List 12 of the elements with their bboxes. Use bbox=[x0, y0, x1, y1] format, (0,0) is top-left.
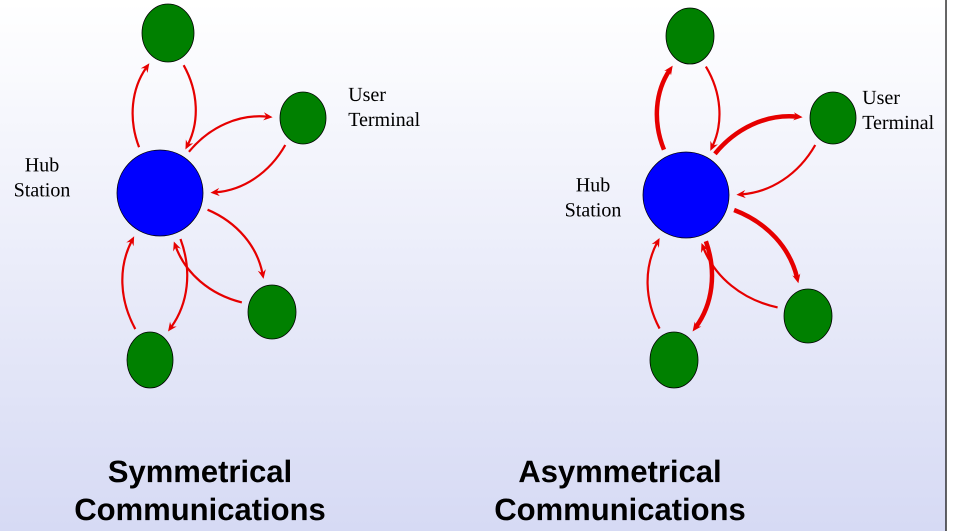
diagram-caption: Symmetrical Communications bbox=[76, 460, 324, 520]
diagram-caption: Asymmetrical Communications bbox=[496, 460, 744, 520]
terminal-circle bbox=[666, 8, 714, 64]
node-label: User Terminal bbox=[348, 88, 420, 126]
terminal-circle bbox=[126, 332, 174, 388]
terminal-circle bbox=[784, 288, 832, 344]
terminal-circle bbox=[142, 4, 194, 62]
node-label: Hub Station bbox=[15, 157, 70, 197]
terminal-circle bbox=[248, 284, 296, 340]
terminal-circle bbox=[650, 332, 698, 388]
node-label: Hub Station bbox=[566, 177, 622, 217]
node-label: User Terminal bbox=[862, 90, 934, 130]
